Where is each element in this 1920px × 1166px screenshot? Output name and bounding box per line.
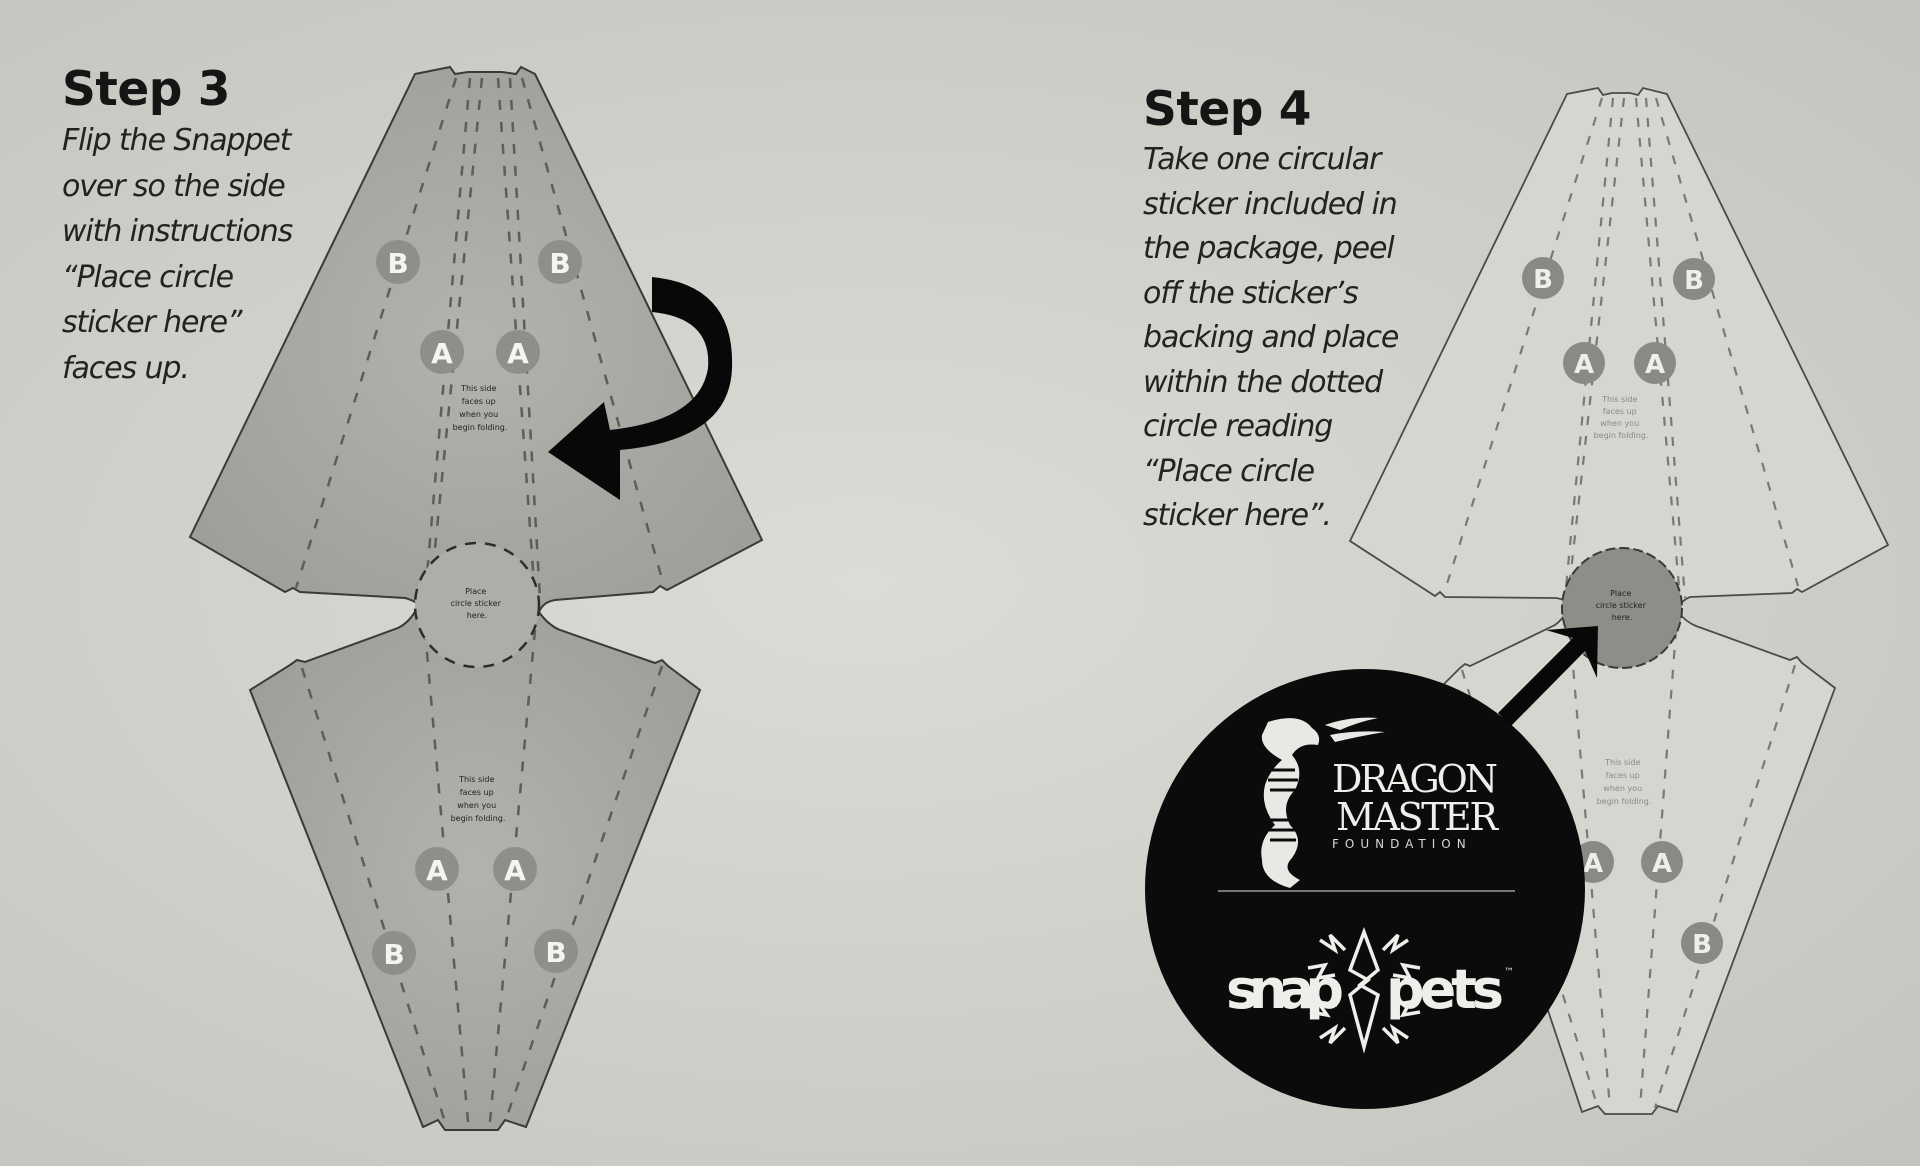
step-4-line: sticker here”. [1143,498,1332,533]
pointer-arrow-icon [1498,626,1598,726]
svg-text:B: B [545,936,566,969]
step-4-body: Take one circular sticker included in th… [1143,138,1463,539]
marker-b: B [1673,258,1715,300]
marker-a: A [493,847,537,891]
step-3-line: faces up. [62,350,190,386]
snappet-lower-panel [248,606,702,1131]
marker-a: A [1563,342,1605,384]
step-4-line: backing and place [1143,320,1399,355]
svg-text:A: A [1652,849,1672,879]
step-3-line: Flip the Snappet [62,123,292,158]
step-4-line: sticker included in [1143,186,1398,222]
brand-pets: pets [1386,958,1504,1021]
marker-b: B [372,931,416,975]
step-3-snappet-diagram: Place circle sticker here. This side fac… [188,65,764,1131]
sticker-target-circle [413,541,541,669]
marker-a: A [496,330,540,374]
trademark-symbol: ™ [1504,967,1514,978]
brand-snap: snap [1226,958,1344,1021]
svg-text:B: B [1692,930,1712,960]
lower-panel-label: This side faces up when you begin foldin… [1597,758,1652,806]
marker-b: B [376,240,420,284]
upper-panel-label: This side faces up when you begin foldin… [453,384,508,432]
snappet-upper-panel [1348,86,1890,610]
step-3-title: Step 3 [62,62,230,117]
svg-text:A: A [507,337,529,370]
step-3-instructions: Step 3 Flip the Snappet over so the side… [62,62,352,391]
svg-text:A: A [431,337,453,370]
step-4-line: within the dotted [1143,364,1383,400]
step-4-line: Take one circular [1143,142,1381,177]
circle-label: Place circle sticker here. [1596,589,1649,622]
svg-text:B: B [1533,265,1553,295]
marker-b: B [1681,922,1723,964]
sticker-logo: DRAGON MASTER FOUNDATION snap pets ™ [1145,669,1585,1109]
step-4-snappet-diagram: Place circle sticker here. This side fac… [1348,86,1890,1115]
marker-b: B [1522,257,1564,299]
lower-panel-label: This side faces up when you begin foldin… [451,775,506,823]
step-4-line: the package, peel [1143,231,1395,266]
marker-a: A [420,330,464,374]
svg-text:A: A [426,854,448,887]
step-4-line: circle reading [1143,409,1333,444]
svg-text:A: A [1645,350,1665,380]
marker-a: A [1634,342,1676,384]
step-3-line: over so the side [62,168,286,204]
marker-a: A [415,847,459,891]
step-3-line: with instructions [62,214,293,249]
marker-b: B [538,240,582,284]
dragon-dna-icon [1261,717,1385,888]
org-name-line3: FOUNDATION [1332,837,1472,851]
marker-a: A [1641,841,1683,883]
org-name-line2: MASTER [1336,795,1499,839]
org-name-line1: DRAGON [1332,757,1498,801]
svg-text:A: A [1583,849,1603,879]
svg-text:B: B [1684,266,1704,296]
marker-b: B [534,929,578,973]
fold-lines-upper [1443,97,1800,599]
svg-text:A: A [504,854,526,887]
upper-panel-label: This side faces up when you begin foldin… [1594,395,1649,440]
spark-diamond-icon [1307,926,1421,1054]
svg-text:A: A [1574,350,1594,380]
step-3-body: Flip the Snappet over so the side with i… [62,118,352,391]
step-3-line: sticker here” [62,305,243,340]
circle-label: Place circle sticker here. [451,587,504,620]
step-3-line: “Place circle [62,259,234,295]
flip-arrow-icon [548,277,733,500]
svg-text:B: B [387,247,408,280]
fold-lines-lower [1460,629,1797,1109]
step-3-panel: Step 3 Flip the Snappet over so the side… [62,62,352,391]
fold-lines-upper [294,77,666,599]
step-4-instructions: Step 4 Take one circular sticker include… [1143,82,1463,539]
step-4-title: Step 4 [1143,82,1311,137]
svg-text:B: B [383,938,404,971]
step-4-line: “Place circle [1143,453,1315,489]
step-4-line: off the sticker’s [1143,275,1359,311]
svg-text:B: B [549,247,570,280]
